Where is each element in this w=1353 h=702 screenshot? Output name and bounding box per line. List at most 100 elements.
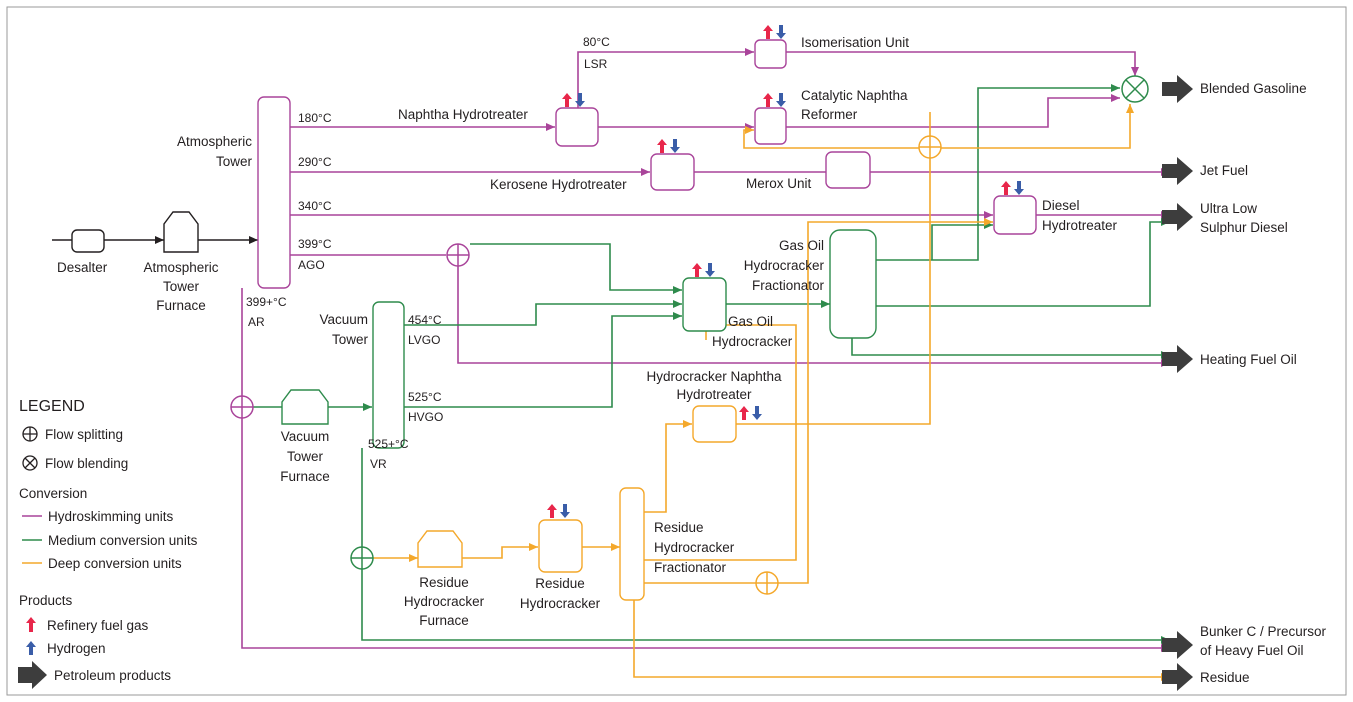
gas-oil-fractionator-unit[interactable] [829,229,877,339]
fractionator-label-1: Gas Oil [779,238,824,253]
residue-hydrocracker-hydrogen-arrow-icon [560,504,570,518]
hvgo-label: HVGO [408,410,443,424]
product-bunker-2: of Heavy Fuel Oil [1200,643,1304,658]
diesel-hydrotreater-hydrogen-arrow-icon [1014,181,1024,195]
diesel-hydrotreater-label-1: Diesel [1042,198,1080,213]
catalytic-reformer-unit[interactable] [754,107,787,145]
isomerisation-unit[interactable] [754,39,787,69]
reformer-to-blend-line [786,94,1120,128]
product-arrow-ulsd-icon [1162,203,1193,231]
gasoline-blender [1121,75,1149,103]
product-ulsd-2: Sulphur Diesel [1200,220,1288,235]
hcnht-to-blend-line [930,104,1134,149]
legend-conversion-title: Conversion [19,486,87,501]
merox-unit[interactable] [825,151,871,189]
legend-products-title: Products [19,593,73,608]
atmospheric-tower-unit[interactable] [257,96,291,289]
gas-oil-hydrocracker-fuel-gas-arrow-icon [692,263,702,277]
legend-flow-splitting: Flow splitting [45,427,123,442]
vac-furnace-label-3: Furnace [280,469,330,484]
naphtha-splitter [918,135,942,159]
kerosene-hydrotreater-hydrogen-arrow-icon [670,139,680,153]
diesel-hydrotreater-fuel-gas-arrow-icon [1001,181,1011,195]
hcnht-to-split-line [736,158,931,425]
product-residue: Residue [1200,670,1250,685]
product-ulsd-1: Ultra Low [1200,201,1257,216]
hc-naphtha-hydrotreater-unit[interactable] [692,405,737,443]
atmospheric-furnace-unit[interactable] [163,211,199,253]
hvgo-line [404,312,682,408]
res-frac-label-2: Hydrocracker [654,540,735,555]
ar-label: AR [248,315,265,329]
kerosene-hydrotreater-unit[interactable] [650,153,695,191]
isomerisation-label: Isomerisation Unit [801,35,909,50]
vr-temp-label: 525+°C [368,437,409,451]
gas-oil-hc-label-1: Gas Oil [728,314,773,329]
residue-furnace-unit[interactable] [417,530,463,568]
vac-furnace-label-1: Vacuum [281,429,330,444]
legend-hydrogen-arrow-icon [26,641,36,655]
product-heating-fuel-oil: Heating Fuel Oil [1200,352,1297,367]
s399-label: 399°C [298,237,332,251]
naphtha-hydrotreater-hydrogen-arrow-icon [575,93,585,107]
hcnht-label-2: Hydrotreater [676,387,752,402]
legend-deep: Deep conversion units [48,556,182,571]
legend-flow-blending: Flow blending [45,456,128,471]
diagram-frame [6,6,1347,696]
atm-tower-label-1: Atmospheric [177,134,252,149]
lsr-label: LSR [584,57,608,71]
catalytic-reformer-hydrogen-arrow-icon [776,93,786,107]
res-hc-label-2: Hydrocracker [520,596,601,611]
product-arrow-blended-gasoline-icon [1162,75,1193,103]
s340-label: 340°C [298,199,332,213]
kerosene-hydrotreater-label: Kerosene Hydrotreater [490,177,627,192]
diesel-hydrotreater-unit[interactable] [993,195,1037,235]
res-furnace-to-hc-line [462,543,538,559]
legend-hydrogen: Hydrogen [47,641,106,656]
res-frac-label-3: Fractionator [654,560,727,575]
atm-tower-label-2: Tower [216,154,253,169]
vacuum-tower-unit[interactable] [372,301,405,449]
vacuum-tower-label-1: Vacuum [319,312,368,327]
legend-petroleum-arrow-icon [18,661,47,689]
res-frac-label-1: Residue [654,520,704,535]
frac-to-ulsd-line [876,218,1170,307]
gas-oil-hydrocracker-unit[interactable] [682,277,727,332]
hc-naphtha-hydrotreater-fuel-gas-arrow-icon [739,406,749,420]
s180-label: 180°C [298,111,332,125]
isomerisation-fuel-gas-arrow-icon [763,25,773,39]
residue-fractionator-unit[interactable] [619,487,645,601]
naphtha-hydrotreater-unit[interactable] [555,107,599,147]
lvgo-temp-label: 454°C [408,313,442,327]
hcnht-label-1: Hydrocracker Naphtha [646,369,782,384]
residue-hydrocracker-unit[interactable] [538,519,583,573]
frac-to-diesel-line [931,221,993,260]
ago-to-hydrocracker-line [470,243,682,294]
legend-title: LEGEND [19,398,85,415]
isom-to-blend-line [786,51,1139,76]
res-hc-label-1: Residue [535,576,585,591]
vacuum-furnace-unit[interactable] [281,389,329,425]
desalter-unit[interactable] [71,229,105,253]
legend-blend-icon [22,455,38,471]
res-furnace-label-1: Residue [419,575,469,590]
atm-furnace-label-2: Tower [163,279,200,294]
legend-petroleum: Petroleum products [54,668,171,683]
vr-label: VR [370,457,387,471]
ago-label: AGO [298,258,325,272]
ar-to-bunker-line [241,418,1170,652]
product-arrow-bunker-icon [1162,631,1193,659]
residue-hydrocracker-fuel-gas-arrow-icon [547,504,557,518]
vr-splitter [350,546,374,570]
vac-furnace-label-2: Tower [287,449,324,464]
frac-to-gasoil-hc-line [644,324,797,561]
product-blended-gasoline: Blended Gasoline [1200,81,1307,96]
product-arrow-heating-fuel-oil-icon [1162,345,1193,373]
legend: LEGEND Flow splitting Flow blending Conv… [18,398,198,689]
frac-to-hcnht-line [644,420,692,513]
catalytic-reformer-fuel-gas-arrow-icon [763,93,773,107]
lvgo-line [404,300,682,326]
hvgo-temp-label: 525°C [408,390,442,404]
product-arrow-residue-icon [1162,663,1193,691]
naphtha-hydrotreater-fuel-gas-arrow-icon [562,93,572,107]
